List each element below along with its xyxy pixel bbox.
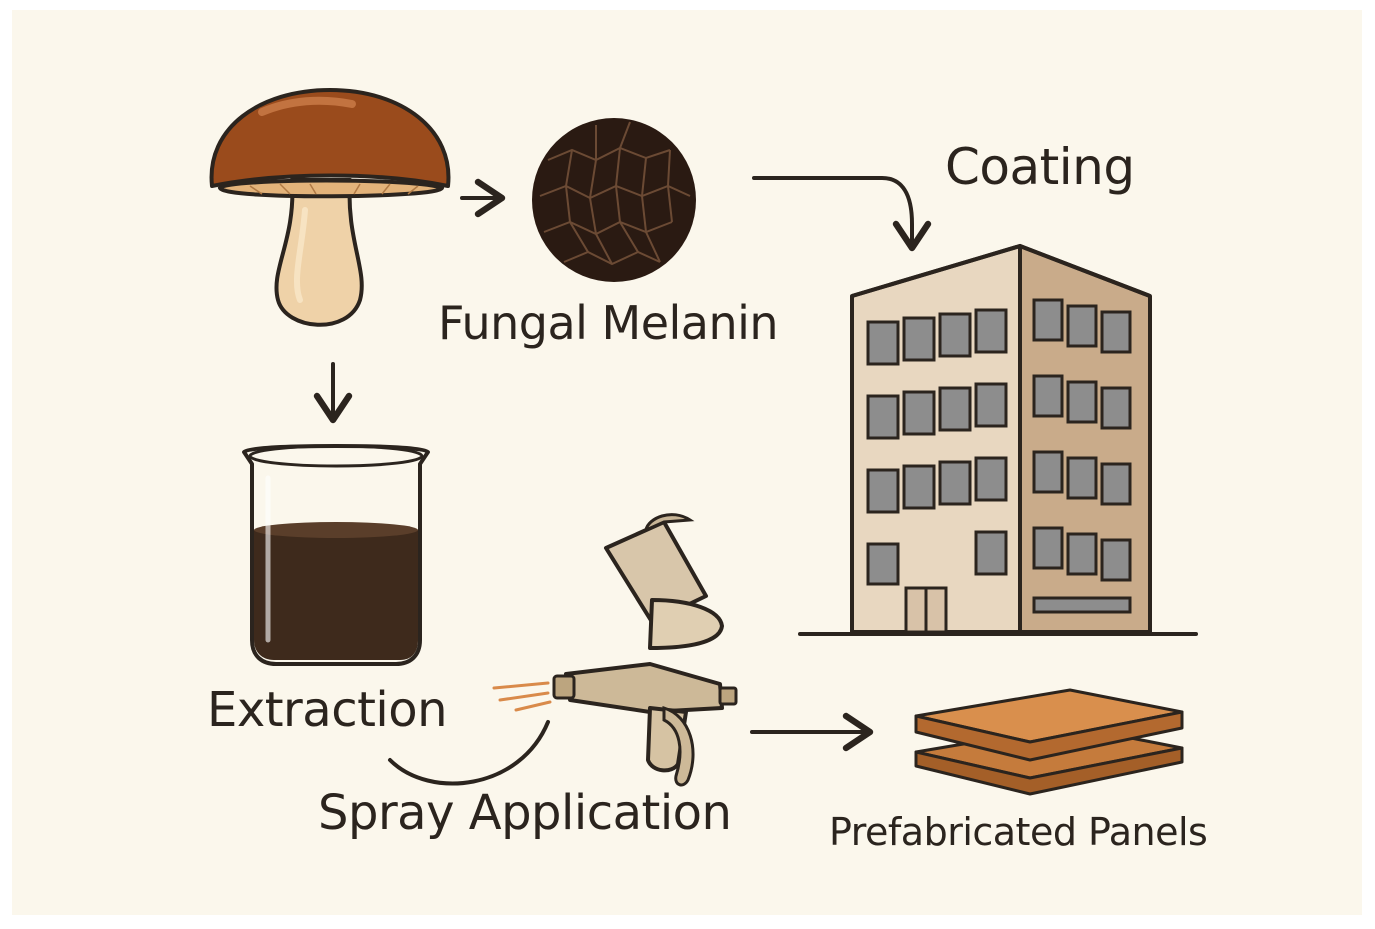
curve-extraction-to-spray [388,720,550,786]
label-fungal-melanin: Fungal Melanin [438,296,779,350]
beaker-icon [242,444,430,666]
label-spray-application: Spray Application [318,785,732,841]
spray-gun-icon [492,513,738,787]
label-prefabricated-panels: Prefabricated Panels [829,810,1208,854]
label-coating: Coating [945,138,1135,196]
panels-icon [914,688,1184,796]
melanin-granule-icon [532,118,696,282]
building-icon [798,243,1198,636]
arrow-melanin-to-building [752,176,932,252]
mushroom-icon [209,88,451,327]
label-extraction: Extraction [207,682,448,738]
